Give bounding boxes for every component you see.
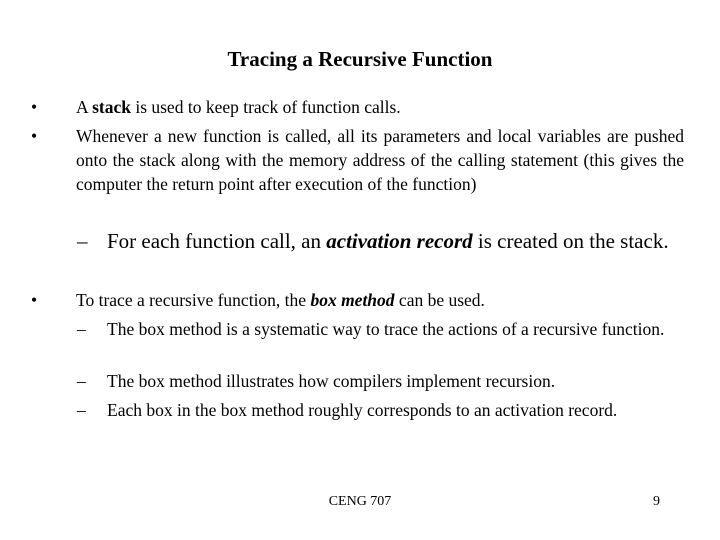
footer-page-number: 9 (653, 494, 660, 509)
sub-bullet-systematic: – The box method is a systematic way to … (77, 319, 665, 339)
dash-marker: – (77, 229, 88, 253)
term-stack: stack (92, 97, 131, 117)
sub-bullet-compilers: – The box method illustrates how compile… (77, 371, 556, 391)
term-box-method: box method (310, 290, 395, 310)
term-activation-record: activation record (326, 229, 473, 253)
bullet-box-method: • To trace a recursive function, the box… (31, 290, 485, 310)
slide-title: Tracing a Recursive Function (227, 47, 493, 71)
sub-bullet-activation-record: – For each function call, an activation … (77, 229, 669, 253)
bullet-marker: • (31, 126, 38, 146)
bullet-function-call: • Whenever a new function is called, all… (31, 126, 684, 194)
sub-bullet-each-box: – Each box in the box method roughly cor… (77, 400, 618, 420)
bullet-marker: • (31, 97, 38, 117)
dash-marker: – (77, 319, 86, 339)
bullet-marker: • (31, 290, 38, 310)
footer-course: CENG 707 (328, 494, 392, 509)
dash-marker: – (77, 400, 86, 420)
bullet-stack: • A stack is used to keep track of funct… (31, 97, 401, 117)
dash-marker: – (77, 371, 86, 391)
